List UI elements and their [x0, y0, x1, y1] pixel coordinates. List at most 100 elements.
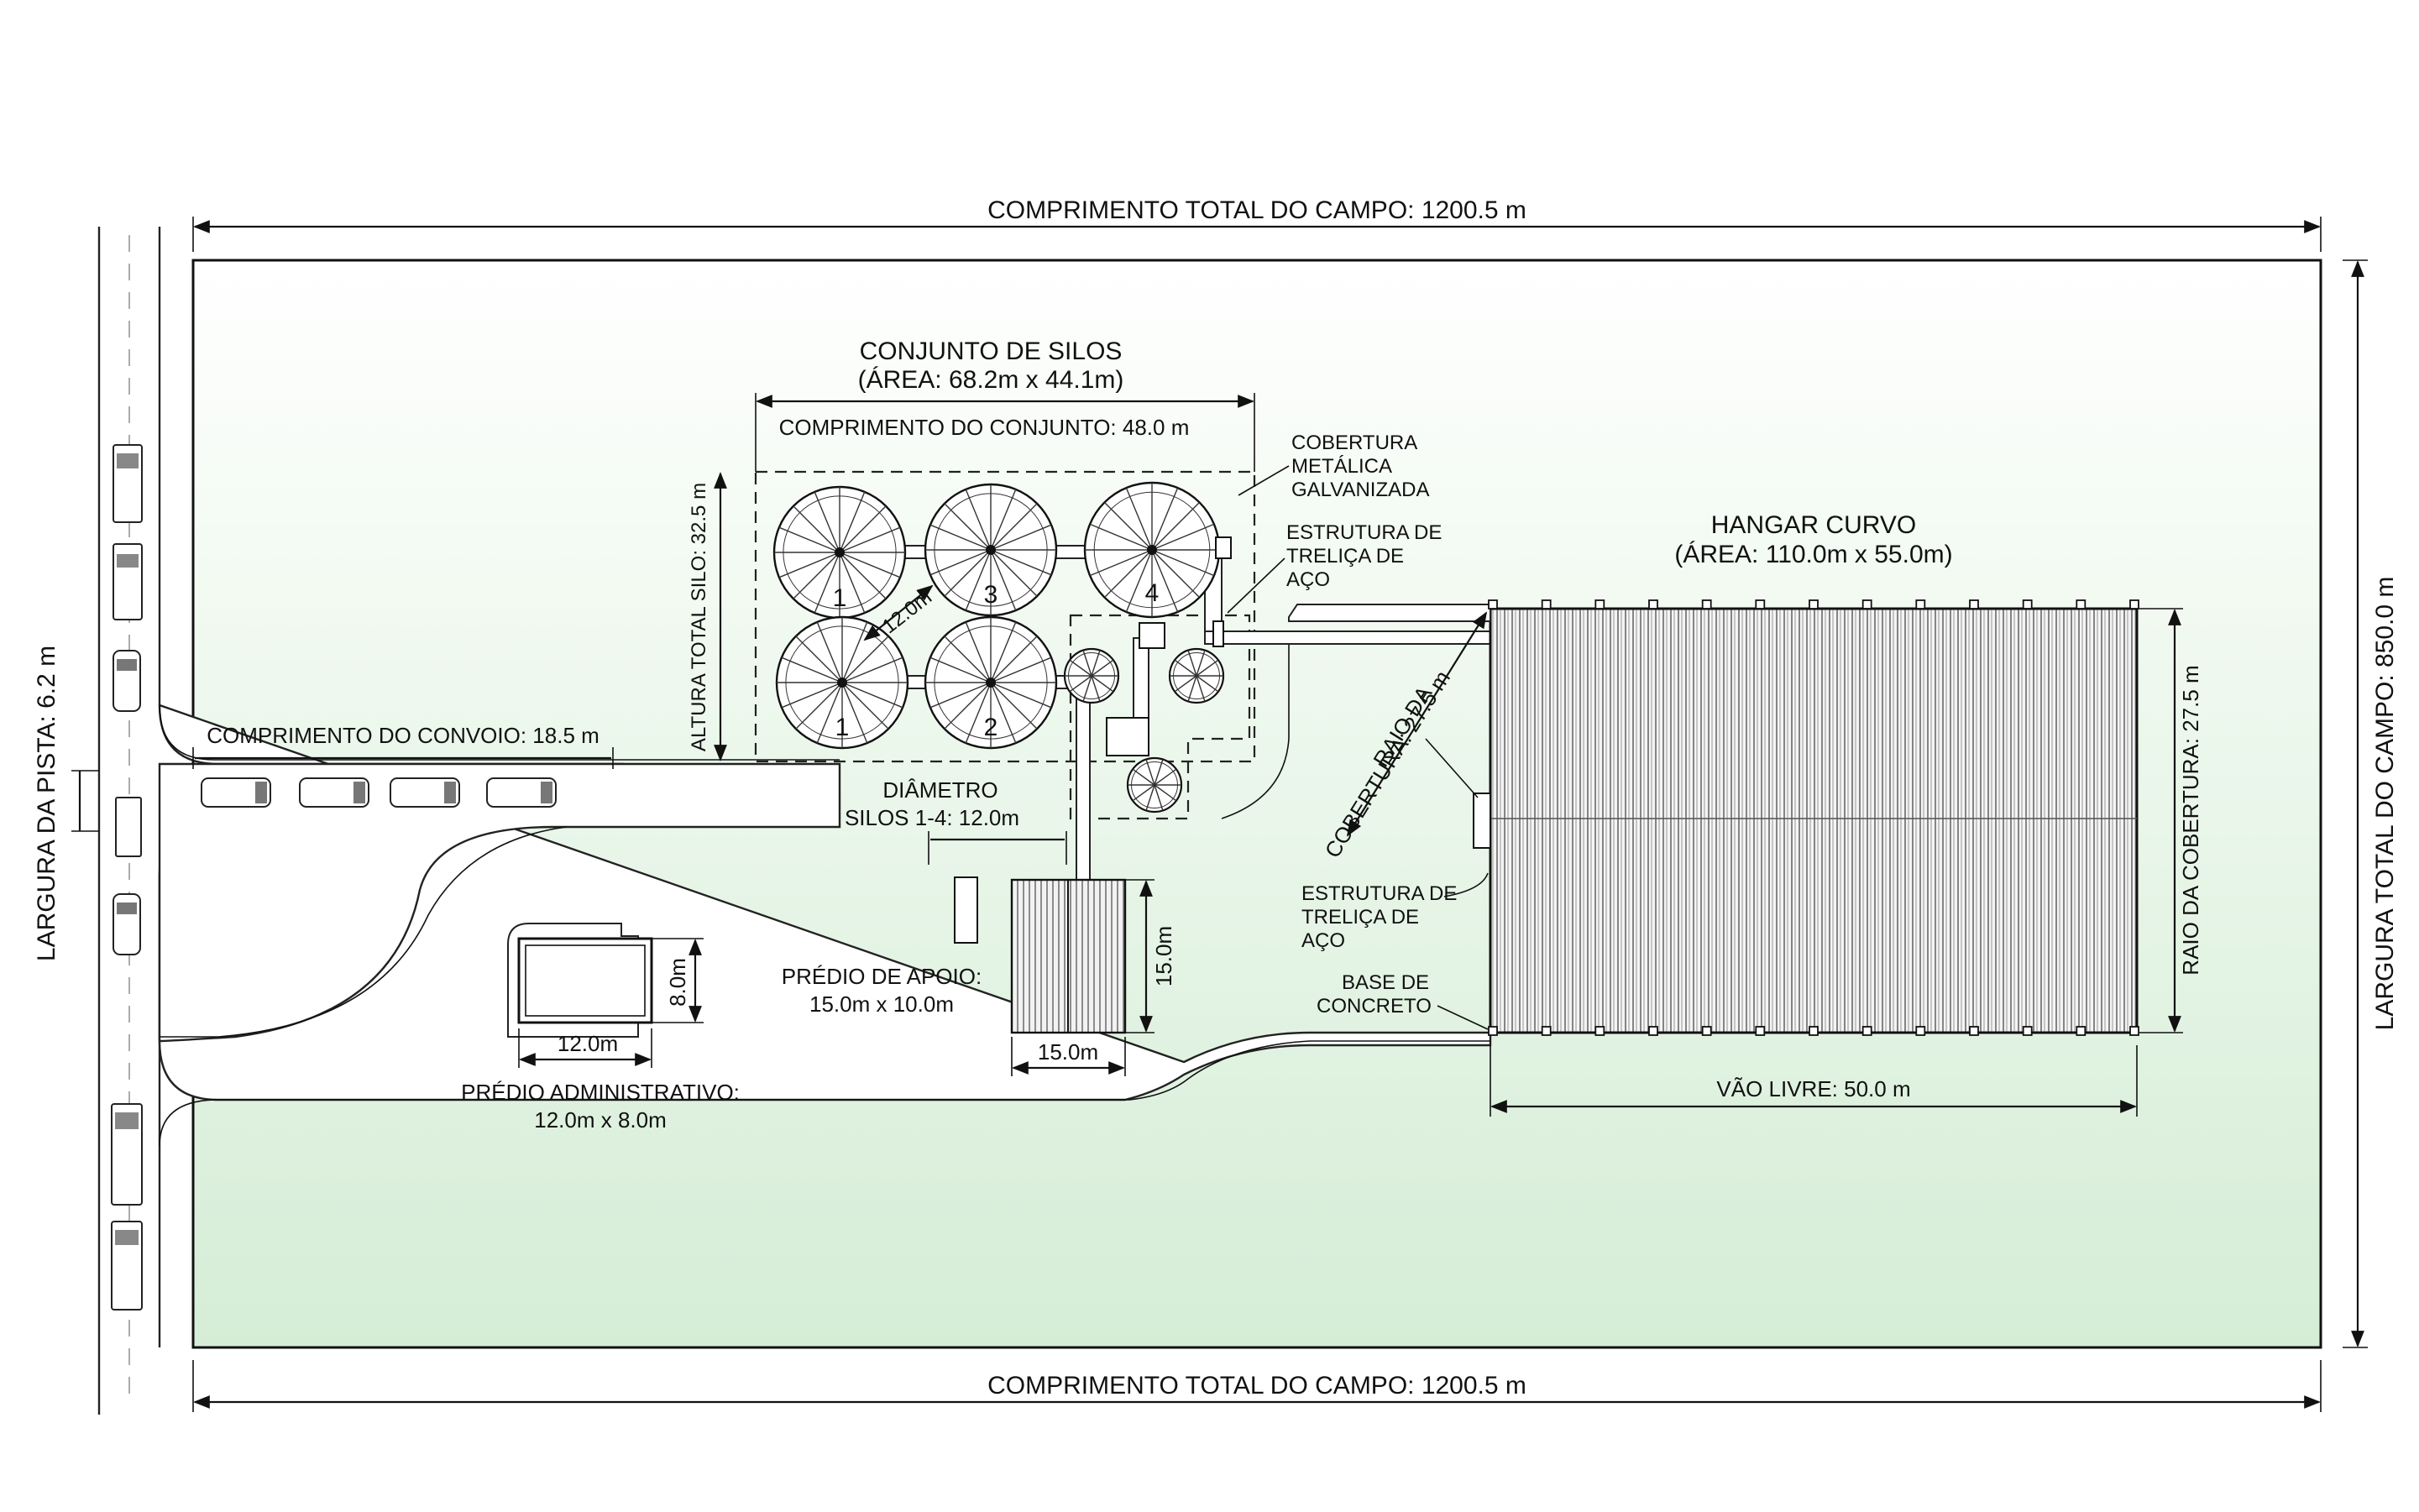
hangar-pillar [2076, 1026, 2087, 1036]
admin-label-2: 12.0m x 8.0m [534, 1107, 667, 1133]
truss-top-label: ESTRUTURA DE [1286, 521, 1442, 544]
silo-spoke [965, 682, 992, 744]
silo-spoke [965, 621, 992, 683]
hangar-pillar [2129, 599, 2139, 610]
hangar-pillar [1969, 1026, 1979, 1036]
field-length-bottom-label: COMPRIMENTO TOTAL DO CAMPO: 1200.5 m [987, 1372, 1526, 1400]
silo-spoke [990, 682, 1038, 730]
truss-side-label-3: AÇO [1301, 929, 1345, 952]
silo-spoke [990, 636, 1038, 683]
silo-2: 2 [924, 615, 1058, 750]
silo-inner-ring [1131, 761, 1178, 808]
silo-spoke [839, 491, 866, 553]
roof-radius-right-label: RAIO DA COBERTURA: 27.5 m [2178, 665, 2203, 975]
silo-spoke [1151, 549, 1179, 613]
road-edge-upper [159, 704, 840, 761]
hangar-area: (ÁREA: 110.0m x 55.0m) [1674, 541, 1952, 568]
hangar-pillar [1541, 1026, 1552, 1036]
silo-spoke [841, 636, 889, 683]
hangar-title: HANGAR CURVO [1711, 511, 1916, 539]
silo-number: 2 [984, 714, 998, 741]
admin-height-label: 8.0m [665, 958, 690, 1007]
silo-spoke [990, 682, 1017, 744]
hangar-pillar [2022, 599, 2033, 610]
silo-inner-ring [785, 625, 899, 740]
hangar-pillar [1969, 599, 1979, 610]
hangar-pillar [2076, 599, 2087, 610]
hangar-pillar [2022, 1026, 2033, 1036]
diameter-label: DIÂMETRO [882, 777, 997, 803]
silo-spoke [1196, 659, 1219, 677]
silo-spoke [1069, 659, 1092, 677]
parked-vehicles [111, 444, 143, 1311]
silo-spoke [1082, 675, 1092, 702]
silo-spoke [781, 682, 843, 709]
silo-height-label: ALTURA TOTAL SILO: 32.5 m [688, 483, 710, 751]
silo-spoke [929, 682, 992, 709]
hangar-walkway [1288, 604, 1491, 622]
hangar-roof [1489, 607, 2139, 1034]
hangar-pillar [1915, 1026, 1926, 1036]
silo-spoke [1174, 675, 1197, 693]
truss-top-label-2: TRELIÇA DE [1286, 545, 1404, 568]
silo-group-length-label: COMPRIMENTO DO CONJUNTO: 48.0 m [779, 415, 1190, 440]
silo-spoke [1196, 650, 1206, 677]
hangar-pillar [1488, 1026, 1498, 1036]
silo-spoke [990, 503, 1038, 551]
hangar-pillar [1701, 599, 1712, 610]
access-road-branch [158, 762, 841, 1043]
silo-spoke [990, 549, 1017, 611]
silo-spoke [1091, 675, 1114, 693]
support-width-label: 15.0m [1038, 1039, 1098, 1065]
silo-1-top: 1 [772, 485, 907, 620]
silo-spoke [1154, 784, 1164, 811]
road-edge-lower-curve [160, 826, 568, 1038]
admin-label: PRÉDIO ADMINISTRATIVO: [461, 1080, 740, 1105]
hangar-pillar [1755, 599, 1766, 610]
silo-inner-ring [934, 625, 1048, 740]
truss-side-label-2: TRELIÇA DE [1301, 906, 1419, 929]
free-span-label: VÃO LIVRE: 50.0 m [1716, 1076, 1910, 1101]
silo-spoke [1132, 768, 1155, 786]
silo-number: 1 [835, 714, 850, 741]
silo-spoke [929, 549, 992, 576]
silo-inner-ring [1173, 652, 1220, 699]
silo-spoke [1154, 759, 1164, 786]
silo-spoke [839, 526, 901, 553]
hangar-pillar [1861, 599, 1872, 610]
silo-spoke [816, 682, 843, 744]
silo-number: 1 [833, 584, 847, 612]
silo-spoke [841, 682, 903, 709]
silo-spoke [793, 552, 840, 599]
roof-radius-diag [1346, 611, 1488, 837]
silo-inner-ring [1068, 652, 1115, 699]
process-equipment [1063, 536, 1232, 814]
hangar-side-door [1473, 793, 1491, 849]
silo-spoke [1091, 675, 1101, 702]
silo-spoke [778, 552, 840, 578]
silo-spoke [841, 682, 889, 730]
silo-spoke [839, 552, 866, 614]
silo-spoke [841, 682, 868, 744]
silo-inner-ring [783, 495, 897, 610]
silo-spoke [1125, 549, 1153, 613]
silo-spoke [1082, 650, 1092, 677]
silo-spoke [1151, 487, 1179, 551]
roofing-label: COBERTURA [1291, 432, 1417, 454]
field-width-label: LARGURA TOTAL DO CAMPO: 850.0 m [2371, 577, 2399, 1031]
road-edge-bottom [159, 1040, 1490, 1147]
silo-spoke [990, 682, 1052, 709]
silo-3: 3 [924, 483, 1058, 617]
silo-spoke [1103, 501, 1153, 551]
silo-spoke [841, 657, 903, 683]
hangar-pillar [1648, 599, 1658, 610]
silo-spoke [1103, 549, 1153, 599]
admin-building [517, 937, 653, 1024]
hangar-pillar [1755, 1026, 1766, 1036]
silo-spoke [1154, 768, 1177, 786]
silo-spoke [795, 682, 843, 730]
hangar-pillar [1594, 1026, 1605, 1036]
hangar-pillar [1809, 1026, 1819, 1036]
silo-spoke [1069, 675, 1092, 693]
